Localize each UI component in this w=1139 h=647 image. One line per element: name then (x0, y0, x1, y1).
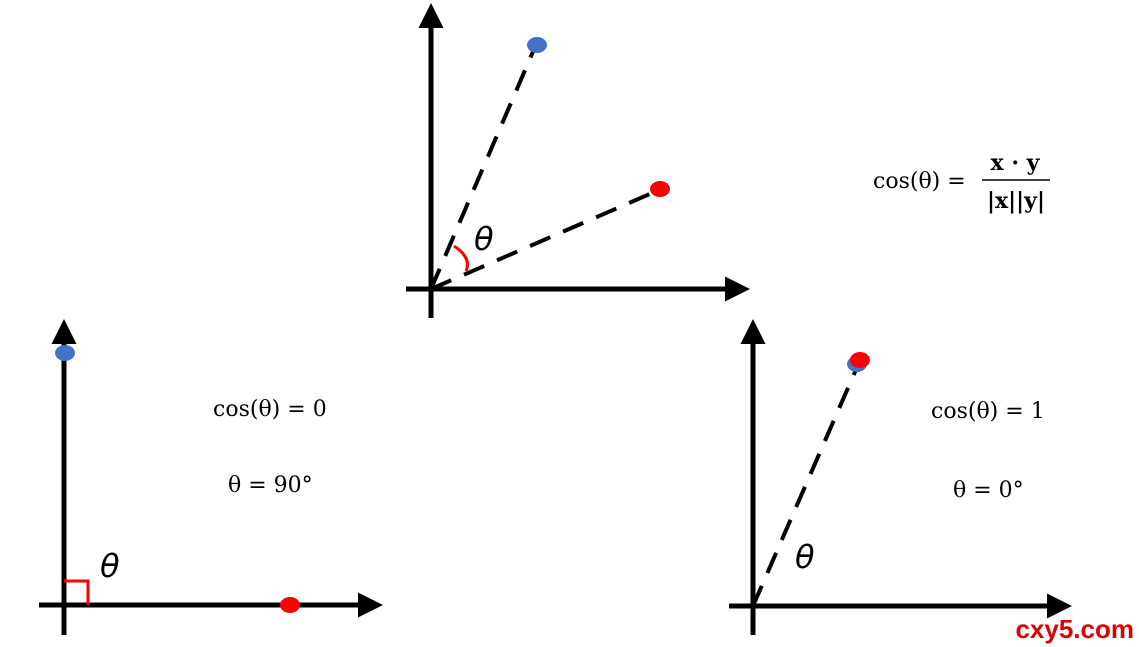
right-theta-equation: θ = 0° (953, 478, 1024, 503)
top-angle-arc (453, 244, 469, 272)
left-blue-point (55, 345, 75, 361)
left-right-angle-mark (64, 579, 90, 605)
formula-lhs: cos(θ) = (873, 169, 966, 194)
right-cos-equation: cos(θ) = 1 (931, 399, 1045, 424)
top-blue-point (527, 37, 547, 53)
right-panel: θ cos(θ) = 1 θ = 0° (729, 319, 1072, 635)
top-panel: θ (406, 3, 750, 318)
top-vector-blue (429, 46, 537, 290)
left-theta-equation: θ = 90° (228, 473, 313, 498)
cosine-formula: cos(θ) = x · y |x||y| (873, 150, 1050, 214)
top-red-point (650, 181, 670, 197)
left-red-point (280, 597, 300, 613)
formula-denominator: |x||y| (987, 188, 1045, 214)
top-vector-red (430, 188, 660, 291)
left-theta-label: θ (100, 547, 120, 585)
left-panel: θ cos(θ) = 0 θ = 90° (39, 319, 383, 635)
watermark-text: cxy5.com (1015, 614, 1134, 644)
right-theta-label: θ (795, 538, 815, 576)
right-red-point (850, 352, 870, 368)
formula-numerator: x · y (991, 150, 1041, 176)
left-cos-equation: cos(θ) = 0 (213, 397, 327, 422)
top-theta-label: θ (474, 220, 494, 258)
right-vector (751, 364, 860, 607)
